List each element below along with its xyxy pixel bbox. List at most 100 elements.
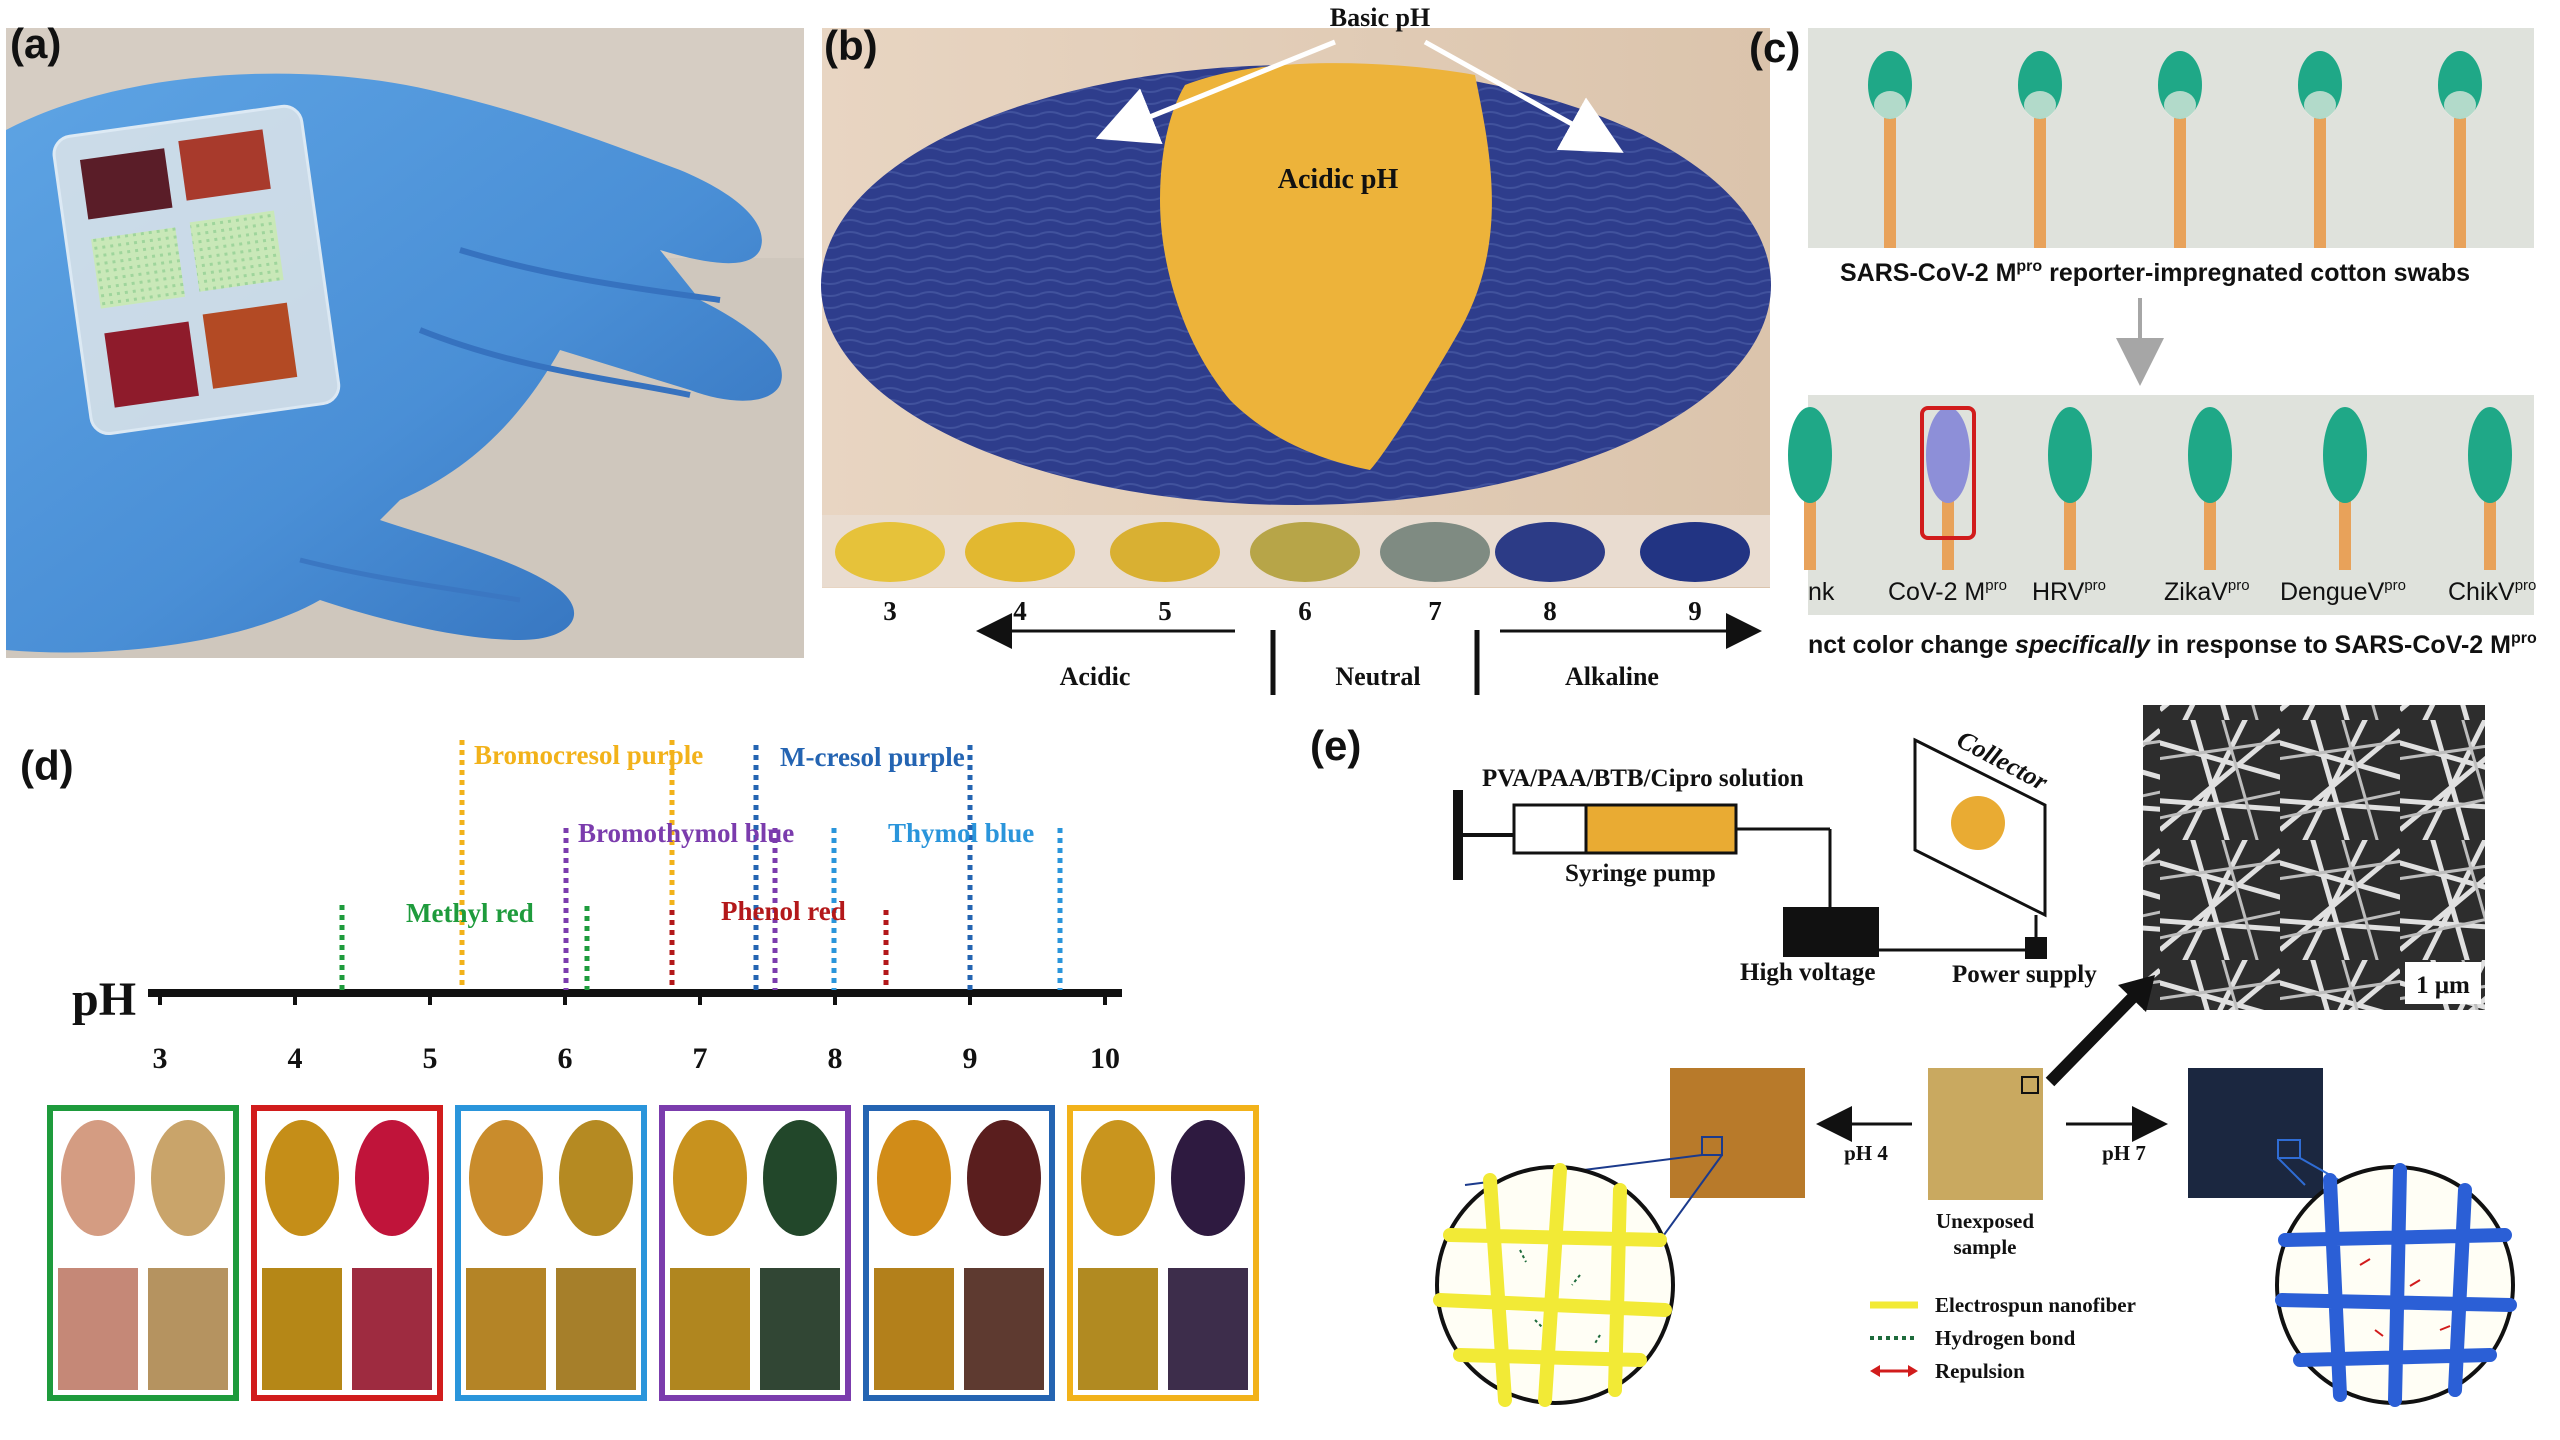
ph-dot-strip	[835, 522, 1750, 582]
swab-label-5: DengueVpro	[2280, 577, 2406, 606]
panel-b-label: (b)	[824, 22, 878, 69]
ph-axis-label: pH	[72, 973, 136, 1026]
ph4-label: pH 4	[1844, 1141, 1888, 1165]
legend-hbond-label: Hydrogen bond	[1935, 1326, 2076, 1350]
swab-top-3	[2158, 51, 2202, 248]
high-voltage-box	[1783, 907, 1879, 957]
power-supply-box	[2025, 937, 2047, 959]
patch-well-5	[104, 321, 199, 408]
ph-axis-ticks: 3 4 5 6 7 8 9 10	[153, 993, 1120, 1075]
sensor-patch	[52, 104, 341, 436]
caption-top: SARS-CoV-2 Mpro reporter-impregnated cot…	[1840, 258, 2470, 287]
ph-number-9: 9	[1688, 596, 1702, 626]
swab-bottom-6	[2468, 407, 2512, 570]
swatch-box-6	[1067, 1105, 1259, 1401]
panel-a-label: (a)	[10, 20, 61, 67]
ph-tick-label-7: 7	[693, 1042, 708, 1075]
high-voltage-label: High voltage	[1740, 959, 1875, 986]
ph-tick-label-3: 3	[153, 1042, 168, 1075]
swab-top-1	[1868, 51, 1912, 248]
swatch-box-5	[863, 1105, 1055, 1401]
alkaline-label: Alkaline	[1565, 662, 1659, 691]
swab-label-6: ChikVpro	[2448, 577, 2536, 606]
ph-number-5: 5	[1158, 596, 1172, 626]
acidic-label: Acidic	[1060, 662, 1131, 691]
swabs-bottom-row	[1788, 407, 2512, 570]
syringe-plunger	[1512, 803, 1588, 855]
panel-e-label: (e)	[1310, 722, 1361, 769]
ph-dot-4	[965, 522, 1075, 582]
swab-bottom-5	[2323, 407, 2367, 570]
caption-bottom: nct color change specifically in respons…	[1808, 630, 2537, 659]
basic-ph-label: Basic pH	[1330, 3, 1430, 32]
ph-tick-label-10: 10	[1090, 1042, 1120, 1075]
swab-top-4	[2298, 51, 2342, 248]
patch-well-4	[189, 210, 284, 292]
swab-top-5	[2438, 51, 2482, 248]
unexposed-label: Unexposed	[1936, 1209, 2034, 1233]
ph-dot-9	[1640, 522, 1750, 582]
swab-top-2	[2018, 51, 2062, 248]
scale-bar-label: 1 μm	[2416, 972, 2470, 999]
thymol-label: Thymol blue	[888, 818, 1034, 848]
swab-bottom-4	[2188, 407, 2232, 570]
acidic-fiber-network	[1433, 1163, 1675, 1407]
collector-target	[1951, 796, 2005, 850]
swatch-box-3	[455, 1105, 647, 1401]
syringe-barrel	[1584, 803, 1738, 855]
neutral-label: Neutral	[1335, 662, 1420, 691]
ph-number-6: 6	[1298, 596, 1312, 626]
ph-dot-8	[1495, 522, 1605, 582]
transition-lines	[339, 740, 1063, 990]
solution-label: PVA/PAA/BTB/Cipro solution	[1482, 765, 1804, 792]
legend-nanofiber-label: Electrospun nanofiber	[1935, 1293, 2136, 1317]
patch-well-1	[79, 148, 173, 220]
ph-number-8: 8	[1543, 596, 1557, 626]
patch-well-2	[178, 129, 271, 201]
bromothymol-label: Bromothymol blue	[578, 818, 794, 848]
sem-image	[2143, 705, 2485, 1010]
ph-dot-3	[835, 522, 945, 582]
swabs-top-row	[1868, 51, 2482, 248]
unexposed-sample	[1928, 1068, 2043, 1200]
panel-e: (e) PVA/PAA/BTB/Cipro solution Syringe p…	[1310, 705, 2517, 1407]
basic-fiber-network	[2275, 1163, 2517, 1407]
power-supply-label: Power supply	[1952, 961, 2097, 988]
methyl-red-label: Methyl red	[406, 898, 534, 928]
ph4-sample	[1670, 1068, 1805, 1198]
panel-c: SARS-CoV-2 Mpro reporter-impregnated cot…	[1749, 24, 2537, 659]
swatch-box-2	[251, 1105, 443, 1401]
basic-arrow-left	[1095, 39, 1336, 145]
ph7-label: pH 7	[2102, 1141, 2146, 1165]
panel-a: (a)	[6, 20, 804, 658]
syringe-pump-label: Syringe pump	[1565, 860, 1716, 887]
swatch-box-1	[47, 1105, 239, 1401]
ph-tick-label-4: 4	[288, 1042, 303, 1075]
bromocresol-label: Bromocresol purple	[474, 740, 703, 770]
patch-well-6	[202, 302, 298, 389]
mcresol-label: M-cresol purple	[780, 742, 965, 772]
swab-label-3: HRVpro	[2032, 577, 2106, 606]
ph-dot-6	[1250, 522, 1360, 582]
phenol-red-label: Phenol red	[721, 896, 846, 926]
ph-dot-7	[1380, 522, 1490, 582]
ph-number-3: 3	[883, 596, 897, 626]
swatch-box-4	[659, 1105, 851, 1401]
panel-c-label: (c)	[1749, 24, 1800, 71]
swab-label-4: ZikaVpro	[2164, 577, 2250, 606]
acidic-ph-label: Acidic pH	[1278, 164, 1399, 195]
swab-bottom-3	[2048, 407, 2092, 570]
ph-tick-label-8: 8	[828, 1042, 843, 1075]
ph-tick-label-9: 9	[963, 1042, 978, 1075]
swab-bottom-1	[1788, 407, 1832, 570]
ph-tick-label-5: 5	[423, 1042, 438, 1075]
patch-well-3	[91, 227, 186, 309]
legend: Electrospun nanofiber Hydrogen bond Repu…	[1870, 1293, 2136, 1383]
sample-label: sample	[1954, 1235, 2017, 1259]
ph-number-7: 7	[1428, 596, 1442, 626]
ph-number-4: 4	[1013, 596, 1027, 626]
panel-d-label: (d)	[20, 742, 74, 789]
ph-tick-label-6: 6	[558, 1042, 573, 1075]
